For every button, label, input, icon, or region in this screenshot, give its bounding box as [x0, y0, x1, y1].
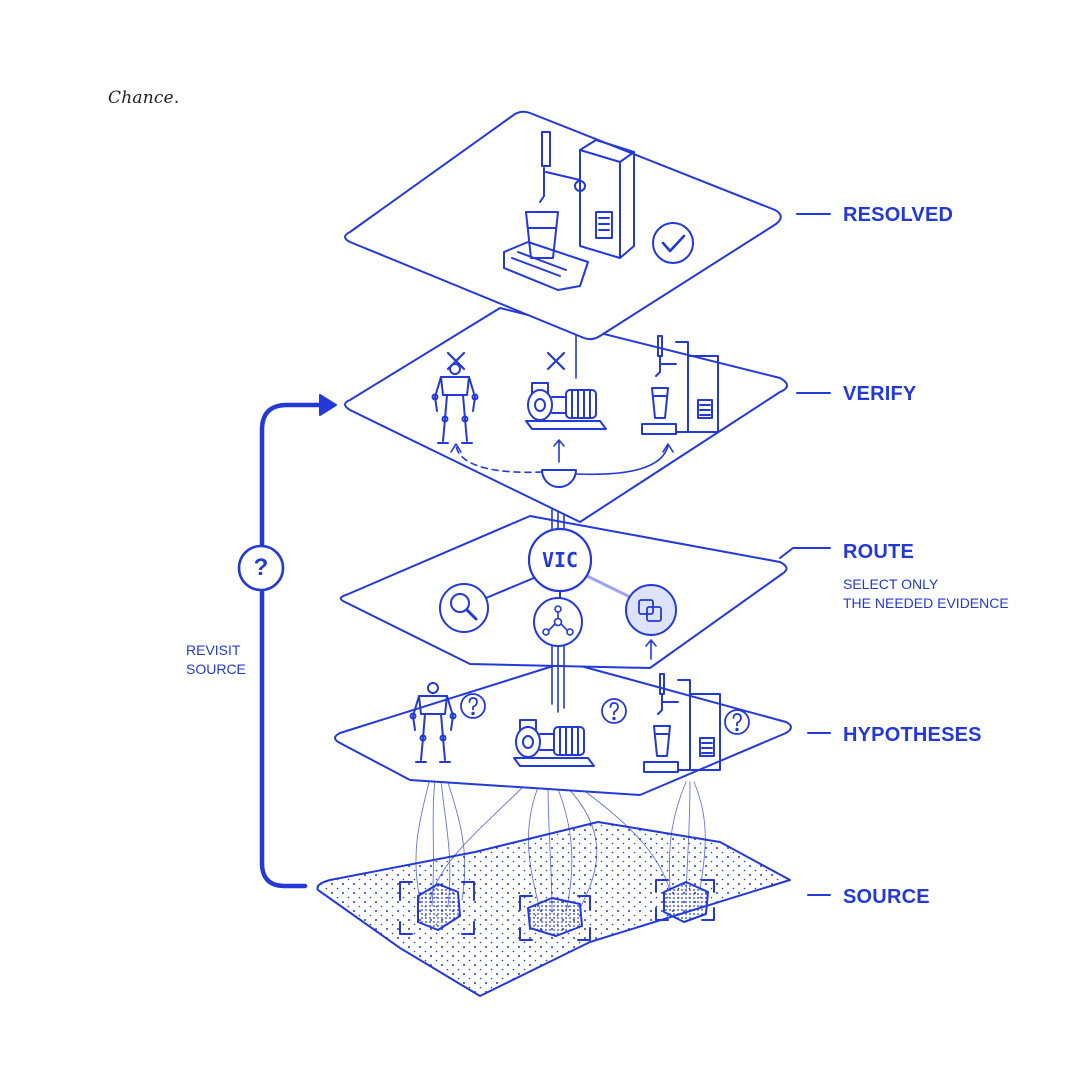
- resolved-plane: [344, 110, 782, 341]
- resolved-layer: [344, 110, 782, 341]
- beer-tap-icon: [503, 131, 635, 291]
- network-icon: [542, 605, 574, 636]
- hypotheses-layer: [334, 661, 792, 796]
- label-hypotheses: HYPOTHESES: [843, 724, 982, 746]
- label-leaders: [779, 213, 831, 896]
- check-icon: [652, 222, 694, 264]
- label-resolved: RESOLVED: [843, 204, 954, 226]
- route-note-line1: SELECT ONLY: [843, 576, 939, 592]
- revisit-question-mark: ?: [253, 554, 269, 581]
- search-node: [439, 583, 489, 633]
- layers-icon: [638, 599, 662, 622]
- route-note-line2: THE NEEDED EVIDENCE: [843, 595, 1009, 611]
- revisit-loop: [237, 394, 337, 889]
- layers-node: [625, 584, 677, 636]
- label-verify: VERIFY: [843, 383, 917, 405]
- source-layer: [316, 821, 791, 997]
- search-icon: [450, 593, 478, 621]
- source-object-1: [399, 881, 475, 935]
- hypotheses-plane: [334, 661, 792, 796]
- network-node: [533, 597, 583, 647]
- source-object-2: [519, 895, 591, 941]
- router-label: VIC: [541, 548, 579, 572]
- label-source: SOURCE: [843, 886, 930, 908]
- route-layer: [339, 485, 788, 713]
- verify-layer: [344, 281, 788, 523]
- source-object-3: [655, 879, 715, 923]
- route-note: SELECT ONLY THE NEEDED EVIDENCE: [843, 575, 1009, 613]
- revisit-note-line2: SOURCE: [186, 661, 246, 677]
- router-node: [527, 527, 593, 593]
- revisit-node: [237, 544, 285, 592]
- label-route: ROUTE: [843, 541, 914, 563]
- revisit-note-line1: REVISIT: [186, 642, 241, 658]
- projection-lines: [415, 769, 706, 913]
- signature: Chance.: [108, 88, 180, 108]
- revisit-note: REVISIT SOURCE: [186, 641, 246, 679]
